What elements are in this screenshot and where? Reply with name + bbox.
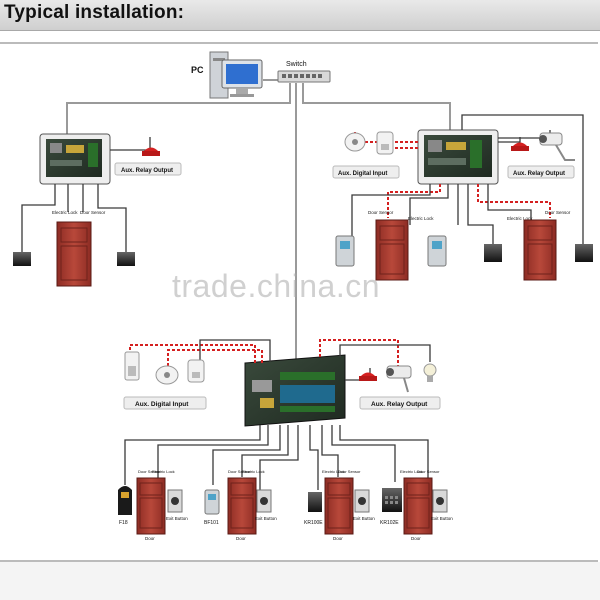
door-label: Door: [411, 536, 421, 541]
aux-digital-label-box: [123, 396, 207, 410]
exit-button-label: Exit Button: [255, 516, 277, 521]
electric-lock-label: Electric Lock: [322, 469, 345, 474]
electric-lock-label: Electric Lock: [152, 469, 175, 474]
electric-lock-label: Electric Lock: [400, 469, 423, 474]
exit-button-icon: [167, 489, 183, 513]
door-sensor-label: Door Sensor: [417, 469, 440, 474]
reader-f18-label: F18: [119, 520, 128, 526]
door-icon: [523, 219, 557, 281]
door-label: Door: [236, 536, 246, 541]
switch-icon: [277, 70, 331, 83]
controller-bottom: [244, 354, 346, 427]
door-icon: [227, 477, 257, 535]
motion-sensor-icon: [376, 131, 394, 155]
aux-relay-label-box: [114, 162, 182, 176]
exit-button-label: Exit Button: [431, 516, 453, 521]
door-sensor-label: Door Sensor: [138, 469, 161, 474]
camera-icon: [539, 132, 575, 161]
door-icon: [324, 477, 354, 535]
card-reader-icon: [484, 244, 502, 262]
bottom-red-signals: [129, 339, 399, 372]
alarm-icon: [359, 372, 377, 381]
exit-button-icon: [354, 489, 370, 513]
controller-top-left: [39, 133, 111, 185]
bottom-strip: [0, 562, 600, 600]
motion-sensor-icon: [187, 359, 205, 383]
motion-sensor-icon: [124, 351, 140, 381]
fingerprint-reader-icon: [427, 235, 447, 267]
reader-bf101-label: BF101: [204, 520, 219, 526]
switch-label: Switch: [286, 61, 307, 68]
card-reader-icon: [117, 252, 135, 266]
door-label: Door: [333, 536, 343, 541]
pc-icon: [209, 51, 263, 99]
diagram-frame: [0, 42, 598, 562]
fingerprint-reader-icon: [118, 486, 132, 515]
exit-button-label: Exit Button: [166, 516, 188, 521]
aux-relay-label-box: [359, 396, 441, 410]
door-sensor-label: Door Sensor: [80, 210, 106, 215]
fingerprint-reader-icon: [335, 235, 355, 267]
top-right-wiring: [351, 114, 584, 252]
aux-digital-input-label: Aux. Digital Input: [135, 401, 189, 408]
electric-lock-label: Electric Lock: [408, 216, 434, 221]
aux-relay-label-box: [507, 165, 575, 179]
exit-button-icon: [432, 489, 448, 513]
card-reader-icon: [13, 252, 31, 266]
camera-icon: [386, 365, 412, 393]
door-sensor-label: Door Sensor: [228, 469, 251, 474]
keypad-reader-icon: [382, 488, 402, 512]
alarm-icon: [142, 147, 160, 156]
electric-lock-label: Electric Lock: [242, 469, 265, 474]
pc-label: PC: [191, 65, 204, 75]
bottom-wiring: [124, 339, 431, 490]
door-sensor-label: Door Sensor: [338, 469, 361, 474]
watermark: trade.china.cn: [172, 268, 381, 304]
door-icon: [375, 219, 409, 281]
aux-relay-output-label: Aux. Relay Output: [513, 171, 565, 177]
smoke-detector-icon: [344, 132, 366, 152]
door-sensor-label: Door Sensor: [368, 210, 394, 215]
aux-digital-input-label: Aux. Digital Input: [338, 171, 387, 177]
exit-button-label: Exit Button: [353, 516, 375, 521]
page-header: Typical installation:: [0, 0, 600, 31]
door-sensor-label: Door Sensor: [545, 210, 571, 215]
reader-kr102e-label: KR102E: [380, 520, 399, 526]
electric-lock-label: Electric Lock: [507, 216, 533, 221]
door-icon: [56, 221, 92, 287]
exit-button-icon: [256, 489, 272, 513]
aux-relay-output-label: Aux. Relay Output: [371, 401, 428, 408]
alarm-icon: [511, 142, 529, 151]
controller-top-right: [417, 129, 499, 185]
aux-relay-output-label: Aux. Relay Output: [121, 168, 173, 174]
aux-digital-label-box: [332, 165, 400, 179]
page-title: Typical installation:: [4, 2, 185, 23]
door-icon: [136, 477, 166, 535]
electric-lock-label: Electric Lock: [52, 210, 78, 215]
fingerprint-reader-icon: [204, 489, 220, 515]
lamp-icon: [423, 363, 437, 382]
network-wiring: [66, 79, 451, 360]
card-reader-icon: [575, 244, 593, 262]
door-label: Door: [145, 536, 155, 541]
door-icon: [403, 477, 433, 535]
card-reader-icon: [308, 492, 322, 512]
smoke-detector-icon: [155, 365, 179, 385]
reader-kr100e-label: KR100E: [304, 520, 323, 526]
